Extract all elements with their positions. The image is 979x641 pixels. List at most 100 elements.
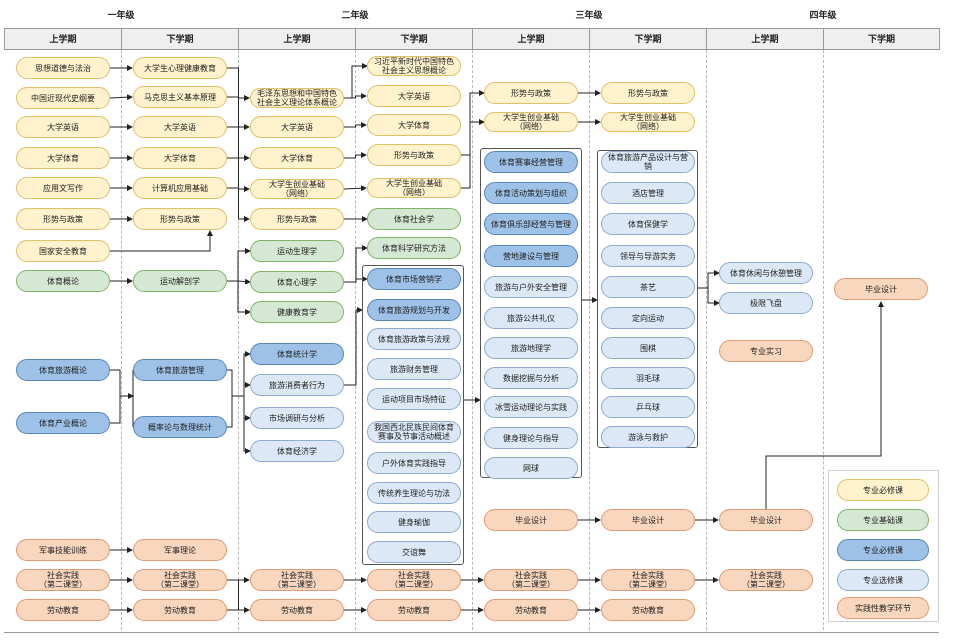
course-c4-13: 户外体育实践指导	[367, 452, 461, 474]
course-c7-1: 极限飞盘	[719, 292, 813, 314]
course-c4-15: 健身瑜伽	[367, 511, 461, 533]
course-c6-10: 乒乓球	[601, 396, 695, 418]
semester-7-label: 上学期	[706, 28, 824, 50]
course-c2-6: 运动解剖学	[133, 270, 227, 292]
column-divider	[238, 50, 239, 630]
legend-item: 实践性教学环节	[837, 597, 929, 619]
legend: 专业必修课 专业基础课 专业必修课 专业选修课 实践性教学环节	[828, 470, 939, 622]
column-divider	[121, 50, 122, 630]
semester-1-label: 上学期	[4, 28, 122, 50]
course-c3-9: 旅游消费者行为	[250, 374, 344, 396]
course-c4-6: 体育科学研究方法	[367, 237, 461, 259]
course-c1-0: 思想道德与法治	[16, 57, 110, 79]
course-c3-5: 运动生理学	[250, 240, 344, 262]
course-c4-10: 旅游财务管理	[367, 358, 461, 380]
course-c2-2: 大学英语	[133, 116, 227, 138]
course-c1-4: 应用文写作	[16, 177, 110, 199]
course-c5-7: 旅游公共礼仪	[484, 307, 578, 329]
course-c6-12: 毕业设计	[601, 509, 695, 531]
course-c5-5: 营地建设与管理	[484, 245, 578, 267]
course-c2-4: 计算机应用基础	[133, 177, 227, 199]
course-c6-1: 大学生创业基础 （网络）	[601, 112, 695, 132]
course-c5-4: 体育俱乐部经营与管理	[484, 213, 578, 235]
course-c5-14: 社会实践 （第二课堂）	[484, 569, 578, 591]
course-c2-3: 大学体育	[133, 147, 227, 169]
course-c4-1: 大学英语	[367, 85, 461, 107]
course-c1-8: 体育旅游概论	[16, 359, 110, 381]
course-c4-14: 传统养生理论与功法	[367, 482, 461, 504]
course-c2-1: 马克思主义基本原理	[133, 86, 227, 108]
column-divider	[472, 50, 473, 630]
legend-item: 专业必修课	[837, 539, 929, 561]
course-c4-4: 大学生创业基础 （网络）	[367, 178, 461, 198]
course-c1-6: 国家安全教育	[16, 240, 110, 262]
course-c2-7: 体育旅游管理	[133, 359, 227, 381]
year-2-label: 二年级	[341, 11, 369, 21]
course-c1-7: 体育概论	[16, 270, 110, 292]
course-c6-2: 体育旅游产品设计与营销	[601, 151, 695, 173]
course-c6-0: 形势与政策	[601, 82, 695, 104]
column-divider	[706, 50, 707, 630]
course-c5-11: 健身理论与指导	[484, 427, 578, 449]
course-c3-0: 毛泽东思想和中国特色社会主义理论体系概论	[250, 88, 344, 108]
course-c1-3: 大学体育	[16, 147, 110, 169]
course-c2-8: 概率论与数理统计	[133, 416, 227, 438]
course-c1-12: 劳动教育	[16, 599, 110, 621]
course-c2-5: 形势与政策	[133, 208, 227, 230]
course-c5-10: 冰雪运动理论与实践	[484, 396, 578, 418]
course-c7-0: 体育休闲与休憩管理	[719, 262, 813, 284]
course-c5-1: 大学生创业基础 （网络）	[484, 112, 578, 132]
course-c6-5: 领导与导游实务	[601, 245, 695, 267]
course-c3-4: 形势与政策	[250, 208, 344, 230]
semester-8-label: 下学期	[823, 28, 940, 50]
course-c5-0: 形势与政策	[484, 82, 578, 104]
course-c3-8: 体育统计学	[250, 343, 344, 365]
course-c6-8: 围棋	[601, 337, 695, 359]
course-c5-9: 数据挖掘与分析	[484, 367, 578, 389]
course-c3-11: 体育经济学	[250, 440, 344, 462]
course-c4-11: 运动项目市场特征	[367, 388, 461, 410]
course-c7-2: 专业实习	[719, 340, 813, 362]
course-c2-11: 劳动教育	[133, 599, 227, 621]
course-c3-10: 市场调研与分析	[250, 407, 344, 429]
course-c5-13: 毕业设计	[484, 509, 578, 531]
course-c1-5: 形势与政策	[16, 208, 110, 230]
course-c1-10: 军事技能训练	[16, 539, 110, 561]
course-c6-4: 体育保健学	[601, 213, 695, 235]
course-c3-2: 大学体育	[250, 147, 344, 169]
column-divider	[589, 50, 590, 630]
course-c3-3: 大学生创业基础 （网络）	[250, 179, 344, 199]
course-c1-2: 大学英语	[16, 116, 110, 138]
course-c5-8: 旅游地理学	[484, 337, 578, 359]
course-c4-17: 社会实践 （第二课堂）	[367, 569, 461, 591]
course-c4-9: 体育旅游政策与法规	[367, 328, 461, 350]
year-3-label: 三年级	[575, 11, 603, 21]
column-divider	[823, 50, 824, 630]
course-c7-3: 毕业设计	[719, 509, 813, 531]
course-c6-13: 社会实践 （第二课堂）	[601, 569, 695, 591]
bracket-year2-spring	[362, 265, 464, 565]
semester-5-label: 上学期	[472, 28, 590, 50]
course-c7-4: 社会实践 （第二课堂）	[719, 569, 813, 591]
course-c4-12: 我国西北民族民间体育赛事及节事活动概述	[367, 421, 461, 443]
course-c4-5: 体育社会学	[367, 208, 461, 230]
course-c6-6: 茶艺	[601, 276, 695, 298]
course-c3-13: 劳动教育	[250, 599, 344, 621]
course-c6-11: 游泳与救护	[601, 426, 695, 448]
legend-item: 专业基础课	[837, 509, 929, 531]
legend-item: 专业必修课	[837, 479, 929, 501]
course-c2-10: 社会实践 （第二课堂）	[133, 569, 227, 591]
legend-item: 专业选修课	[837, 569, 929, 591]
course-c6-3: 酒店管理	[601, 182, 695, 204]
header: 一年级 二年级 三年级 四年级 上学期 下学期 上学期 下学期 上学期 下学期 …	[0, 0, 979, 52]
course-c1-11: 社会实践 （第二课堂）	[16, 569, 110, 591]
course-c5-2: 体育赛事经营管理	[484, 151, 578, 173]
course-c1-9: 体育产业概论	[16, 412, 110, 434]
year-4-label: 四年级	[809, 11, 837, 21]
course-c1-1: 中国近现代史纲要	[16, 87, 110, 109]
course-c4-18: 劳动教育	[367, 599, 461, 621]
course-c6-7: 定向运动	[601, 307, 695, 329]
course-c6-9: 羽毛球	[601, 367, 695, 389]
